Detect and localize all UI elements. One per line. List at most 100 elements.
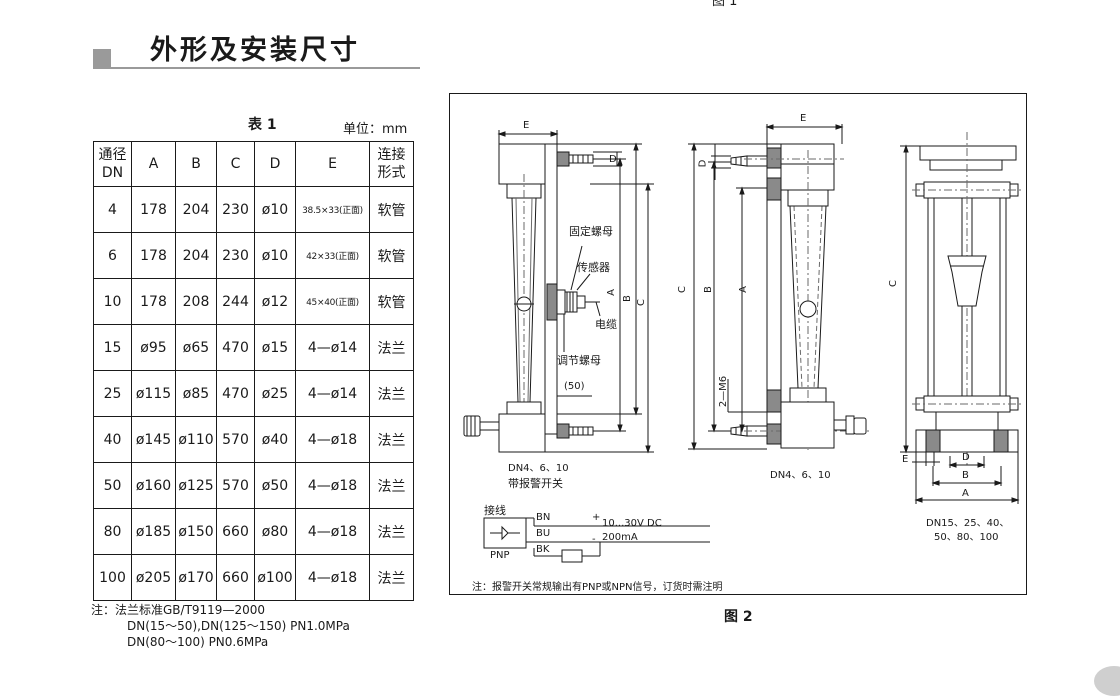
table-cell: 4	[93, 186, 132, 233]
table-cell: 230	[216, 232, 255, 279]
table-header-cell: A	[131, 141, 176, 187]
wiring-current: 200mA	[602, 532, 638, 543]
table-header-cell: E	[295, 141, 370, 187]
table-cell: 204	[175, 232, 217, 279]
wiring-title: 接线	[484, 504, 506, 517]
table-header-cell: C	[216, 141, 255, 187]
table-cell: 660	[216, 554, 255, 601]
view3-dim-e: E	[902, 454, 909, 465]
wiring-voltage: 10...30V DC	[602, 518, 662, 529]
label-fixed-nut: 固定螺母	[569, 225, 613, 238]
view3-dim-b: B	[962, 470, 969, 481]
view3-caption-line1: DN15、25、40、	[926, 518, 1010, 529]
corner-decoration	[1094, 666, 1120, 696]
wiring-minus: -	[592, 534, 596, 545]
table-cell: 4—ø18	[295, 508, 370, 555]
view3-dim-c: C	[887, 280, 899, 287]
table-cell: ø25	[254, 370, 296, 417]
table-cell: ø100	[254, 554, 296, 601]
view2-dim-d: D	[697, 159, 709, 168]
table-cell: 25	[93, 370, 132, 417]
table-cell: ø65	[175, 324, 217, 371]
table-cell: ø15	[254, 324, 296, 371]
figure-footnote: 注：报警开关常规输出有PNP或NPN信号，订货时需注明	[472, 582, 723, 593]
table-cell: ø170	[175, 554, 217, 601]
label-adjust-nut: 调节螺母	[557, 354, 601, 367]
table-cell: 570	[216, 416, 255, 463]
wiring-bn: BN	[536, 512, 551, 523]
table-cell: ø145	[131, 416, 176, 463]
view1-dim-d: D	[609, 154, 617, 165]
table-cell: 230	[216, 186, 255, 233]
view2-drawing	[688, 124, 870, 451]
table-cell: 15	[93, 324, 132, 371]
table-cell: 50	[93, 462, 132, 509]
table-caption: 表 1	[248, 117, 277, 133]
page-heading: 外形及安装尺寸	[150, 35, 360, 66]
view3-dim-a: A	[962, 488, 969, 499]
table-cell: 法兰	[369, 462, 414, 509]
wiring-plus: +	[592, 512, 601, 523]
note-line: DN(15～50),DN(125～150) PN1.0MPa	[127, 619, 350, 633]
table-cell: 570	[216, 462, 255, 509]
view1-dim-a: A	[605, 289, 617, 296]
table-cell: ø115	[131, 370, 176, 417]
view1-dim-c: C	[635, 299, 647, 306]
table-cell: 178	[131, 232, 176, 279]
table-cell: 42×33(正面)	[295, 232, 370, 279]
wiring-pnp: PNP	[490, 550, 510, 561]
table-cell: 45×40(正面)	[295, 278, 370, 325]
view3-caption-line2: 50、80、100	[934, 532, 999, 543]
note-line: 注：法兰标准GB/T9119—2000	[91, 603, 265, 617]
table-cell: 法兰	[369, 508, 414, 555]
wiring-bk: BK	[536, 544, 550, 555]
figure-caption: 图 2	[724, 609, 753, 625]
wiring-bu: BU	[536, 528, 551, 539]
view1-dim-50: (50)	[564, 381, 585, 392]
table-cell: 100	[93, 554, 132, 601]
table-cell: 软管	[369, 232, 414, 279]
view2-dim-c: C	[676, 286, 688, 293]
view1-dim-e: E	[523, 120, 530, 131]
table-cell: 法兰	[369, 554, 414, 601]
wiring-diagram	[483, 517, 710, 563]
view3-dim-d: D	[962, 452, 970, 463]
table-cell: 4—ø18	[295, 554, 370, 601]
table-cell: 4—ø14	[295, 370, 370, 417]
table-cell: 4—ø14	[295, 324, 370, 371]
table-cell: 204	[175, 186, 217, 233]
view2-caption: DN4、6、10	[770, 470, 831, 481]
table-cell: 40	[93, 416, 132, 463]
view2-dim-b: B	[702, 286, 714, 293]
label-cable: 电缆	[595, 318, 617, 331]
table-cell: 软管	[369, 278, 414, 325]
table-cell: 4—ø18	[295, 462, 370, 509]
table-cell: ø160	[131, 462, 176, 509]
table-cell: 软管	[369, 186, 414, 233]
table-header-cell: B	[175, 141, 217, 187]
view1-caption-line2: 带报警开关	[508, 477, 563, 490]
view3-drawing	[900, 132, 1022, 504]
table-cell: ø95	[131, 324, 176, 371]
table-cell: 80	[93, 508, 132, 555]
label-sensor: 传感器	[577, 261, 610, 274]
view2-dim-e: E	[800, 113, 807, 124]
table-cell: ø150	[175, 508, 217, 555]
view2-dim-a: A	[737, 286, 749, 293]
table-cell: 178	[131, 278, 176, 325]
table-cell: 244	[216, 278, 255, 325]
view1-dim-b: B	[621, 295, 633, 302]
table-cell: 178	[131, 186, 176, 233]
